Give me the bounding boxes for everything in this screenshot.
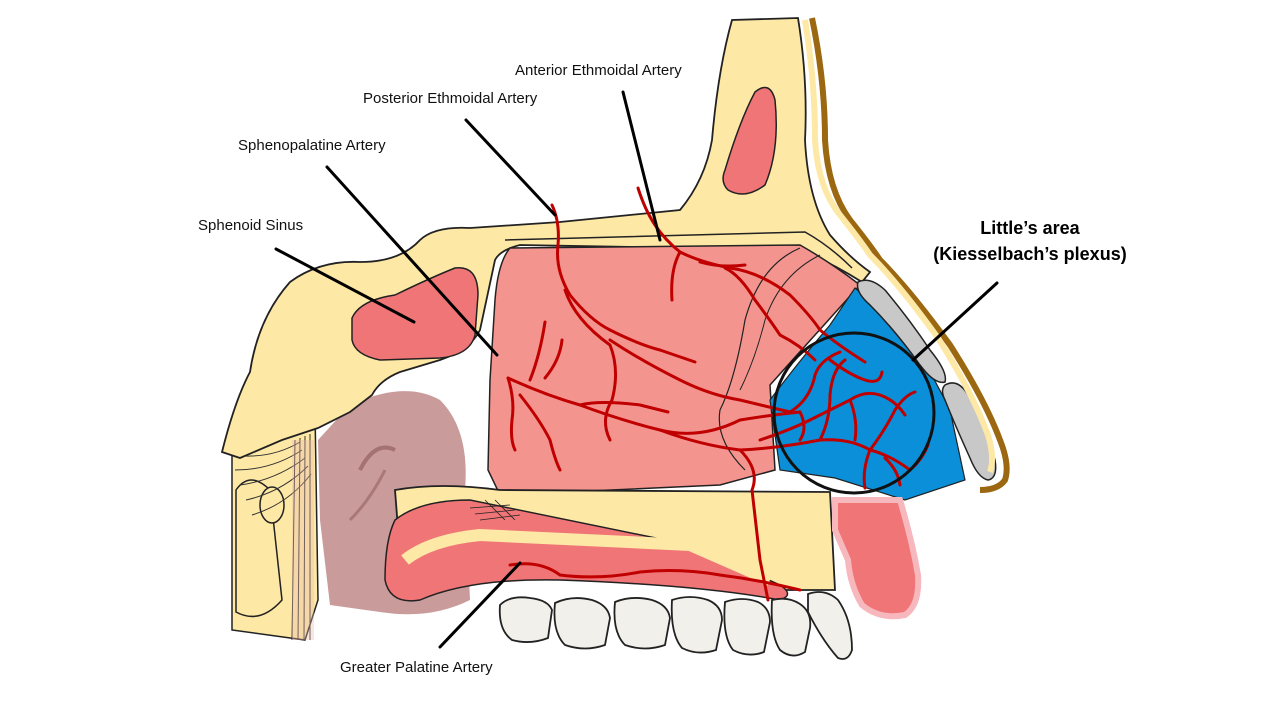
leader-sphenoid-sinus (274, 247, 416, 324)
leader-littles-area (911, 281, 999, 362)
label-anterior-ethmoidal-artery: Anterior Ethmoidal Artery (515, 62, 682, 79)
leader-lines (274, 90, 999, 649)
leader-anterior-ethmoidal (621, 90, 662, 242)
label-littles-area-title: Little’s area (980, 218, 1080, 238)
label-sphenoid-sinus: Sphenoid Sinus (198, 217, 304, 234)
label-posterior-ethmoidal-artery: Posterior Ethmoidal Artery (363, 90, 538, 107)
hard-palate (384, 485, 836, 602)
label-kiesselbach-plexus: (Kiesselbach’s plexus) (933, 244, 1127, 264)
sphenoid-sinus (351, 267, 479, 361)
littles-area-circle (772, 331, 936, 495)
upper-lip (832, 497, 922, 620)
leader-posterior-ethmoidal (464, 118, 557, 217)
label-greater-palatine-artery: Greater Palatine Artery (340, 659, 493, 676)
greater-palatine-branch (508, 562, 802, 592)
frontal-sinus (722, 86, 777, 195)
leader-greater-palatine (438, 561, 522, 649)
leader-sphenopalatine (325, 165, 499, 357)
nasal-skin-outline (802, 17, 1010, 493)
label-littles-area: Little’s area (Kiesselbach’s plexus) (910, 215, 1150, 267)
label-sphenopalatine-artery: Sphenopalatine Artery (238, 137, 386, 154)
posterior-pharynx (231, 408, 319, 641)
posterior-ethmoidal-branch (550, 203, 697, 364)
teeth (498, 591, 853, 660)
